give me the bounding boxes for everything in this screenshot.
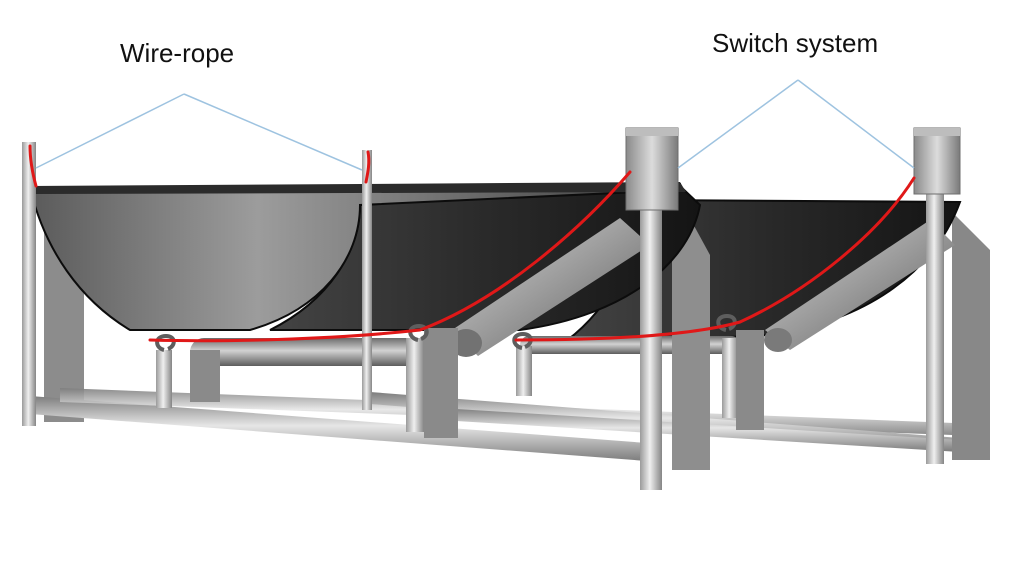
idler-plate-1 <box>190 350 220 402</box>
idler-post-2a <box>516 346 532 396</box>
idler-post-1b <box>406 338 424 432</box>
switch-leader-right <box>797 79 915 169</box>
left-rope-post <box>362 150 372 410</box>
hook-icon <box>512 331 533 350</box>
switch-leader-left <box>677 79 799 169</box>
inclined-roller-2 <box>765 220 955 350</box>
right-switch-post <box>926 180 944 464</box>
switch-box-icon <box>625 127 679 211</box>
callout-leaders <box>35 79 915 171</box>
wire-rope-label: Wire-rope <box>120 38 235 68</box>
segment-1 <box>22 127 710 490</box>
hook-icon <box>155 333 176 352</box>
hook-icon <box>408 323 429 342</box>
middle-back-plate <box>672 200 710 470</box>
belt-1-top-edge <box>30 182 686 194</box>
left-end-post <box>22 142 36 426</box>
idler-post-2b <box>722 338 738 418</box>
middle-switch-post <box>640 190 662 490</box>
idler-post-1a <box>156 350 172 408</box>
switch-box-icon <box>913 127 961 195</box>
idler-bracket-1 <box>424 328 458 438</box>
front-rail <box>30 396 660 462</box>
wire-rope-leader-right <box>183 93 363 171</box>
right-back-plate <box>952 212 990 460</box>
idler-bracket-2 <box>736 330 764 430</box>
bottom-roller-1 <box>190 338 435 366</box>
wire-rope-leader-left <box>35 93 185 169</box>
switch-system-label: Switch system <box>712 28 879 58</box>
belt-1-inner <box>28 182 681 331</box>
wire-rope <box>28 144 916 343</box>
inclined-roller-1 <box>452 218 650 356</box>
